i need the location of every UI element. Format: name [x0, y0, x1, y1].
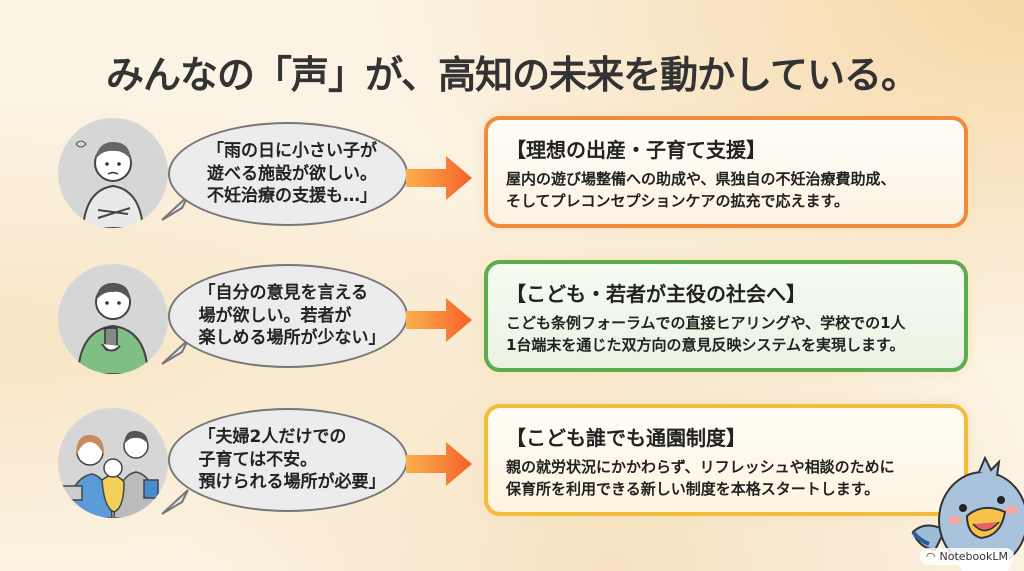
watermark-text: NotebookLM [939, 550, 1008, 563]
bird-mascot-icon [911, 455, 1024, 571]
arrow-right-icon [406, 156, 472, 200]
policy-card: 【こども・若者が主役の社会へ】 こども条例フォーラムでの直接ヒアリングや、学校で… [484, 260, 968, 372]
card-body: 親の就労状況にかかわらず、リフレッシュや相談のために 保育所を利用できる新しい制… [506, 458, 895, 498]
policy-card: 【こども誰でも通園制度】 親の就労状況にかかわらず、リフレッシュや相談のために … [484, 404, 968, 516]
voice-bubble: 「雨の日に小さい子が 遊べる施設が欲しい。 不妊治療の支援も…」 [168, 122, 408, 226]
worried-man-icon [58, 118, 168, 228]
bubble-tail [161, 339, 189, 365]
card-body: こども条例フォーラムでの直接ヒアリングや、学校での1人 1台端末を通じた双方向の… [506, 314, 906, 354]
card-title: 【こども誰でも通園制度】 [506, 426, 746, 450]
card-title: 【理想の出産・子育て支援】 [506, 138, 766, 162]
bubble-tail [161, 195, 189, 221]
page-title: みんなの「声」が、高知の未来を動かしている。 [105, 53, 919, 97]
busy-family-icon [58, 408, 168, 518]
voice-row-2: 「自分の意見を言える 場が欲しい。若者が 楽しめる場所が少ない」 【こども・若者… [0, 256, 1024, 386]
voice-text: 「自分の意見を言える 場が欲しい。若者が 楽しめる場所が少ない」 [198, 282, 386, 349]
voice-bubble: 「夫婦2人だけでの 子育ては不安。 預けられる場所が必要」 [168, 408, 408, 512]
young-man-phone-icon [58, 264, 168, 374]
voice-row-1: 「雨の日に小さい子が 遊べる施設が欲しい。 不妊治療の支援も…」 【理想の出産・… [0, 112, 1024, 242]
notebooklm-logo-icon: ◠ [925, 550, 936, 563]
arrow-right-icon [406, 442, 472, 486]
notebooklm-watermark: ◠ NotebookLM [919, 548, 1014, 565]
card-title: 【こども・若者が主役の社会へ】 [506, 282, 806, 306]
voice-text: 「雨の日に小さい子が 遊べる施設が欲しい。 不妊治療の支援も…」 [207, 140, 377, 207]
policy-card: 【理想の出産・子育て支援】 屋内の遊び場整備への助成や、県独自の不妊治療費助成、… [484, 116, 968, 228]
bubble-tail [161, 489, 189, 515]
card-body: 屋内の遊び場整備への助成や、県独自の不妊治療費助成、 そしてプレコンセプションケ… [506, 170, 896, 210]
voice-bubble: 「自分の意見を言える 場が欲しい。若者が 楽しめる場所が少ない」 [168, 264, 408, 368]
voice-row-3: 「夫婦2人だけでの 子育ては不安。 預けられる場所が必要」 【こども誰でも通園制… [0, 398, 1024, 528]
arrow-right-icon [406, 298, 472, 342]
voice-text: 「夫婦2人だけでの 子育ては不安。 預けられる場所が必要」 [198, 426, 386, 493]
